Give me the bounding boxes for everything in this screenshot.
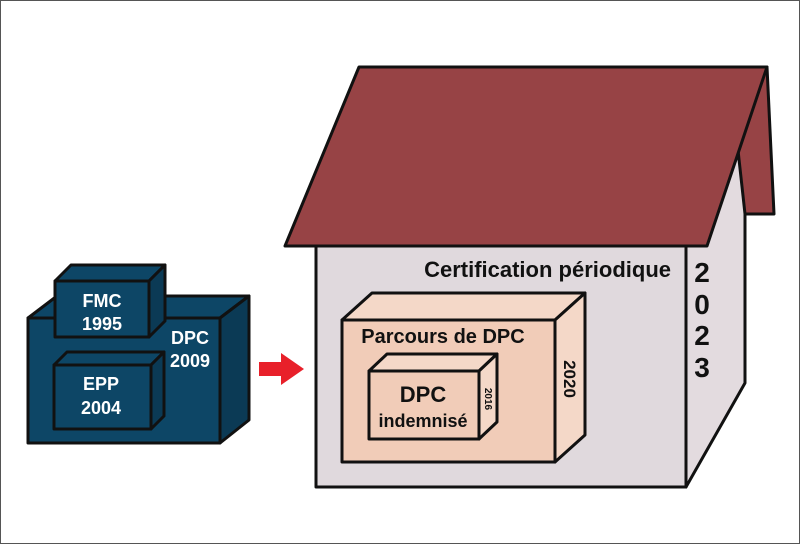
house-year-vertical: 2 0 2 3 — [694, 257, 710, 383]
fmc-1995-box — [53, 263, 167, 339]
epp-year: 2004 — [81, 398, 121, 418]
indemnise-year: 2016 — [482, 388, 493, 411]
right-arrow-icon — [259, 353, 304, 385]
indemnise-box — [367, 352, 499, 441]
parcours-year: 2020 — [560, 360, 579, 398]
dpc-year: 2009 — [170, 351, 210, 371]
epp-label: EPP — [83, 374, 119, 394]
dpc-label: DPC — [171, 328, 209, 348]
house-roof — [283, 65, 769, 248]
house-year-digit-2: 0 — [694, 289, 710, 320]
house-year-digit-3: 2 — [694, 320, 710, 351]
fmc-label: FMC — [83, 291, 122, 311]
parcours-label: Parcours de DPC — [361, 326, 524, 348]
indemnise-title: DPC — [400, 382, 447, 407]
legacy-boxes-group — [26, 263, 251, 445]
house-year-digit-4: 3 — [694, 352, 710, 383]
indemnise-subtitle: indemnisé — [378, 411, 467, 431]
house-title: Certification périodique — [424, 257, 671, 282]
fmc-year: 1995 — [82, 314, 122, 334]
epp-2004-box — [52, 350, 166, 431]
house-year-digit-1: 2 — [694, 257, 710, 288]
